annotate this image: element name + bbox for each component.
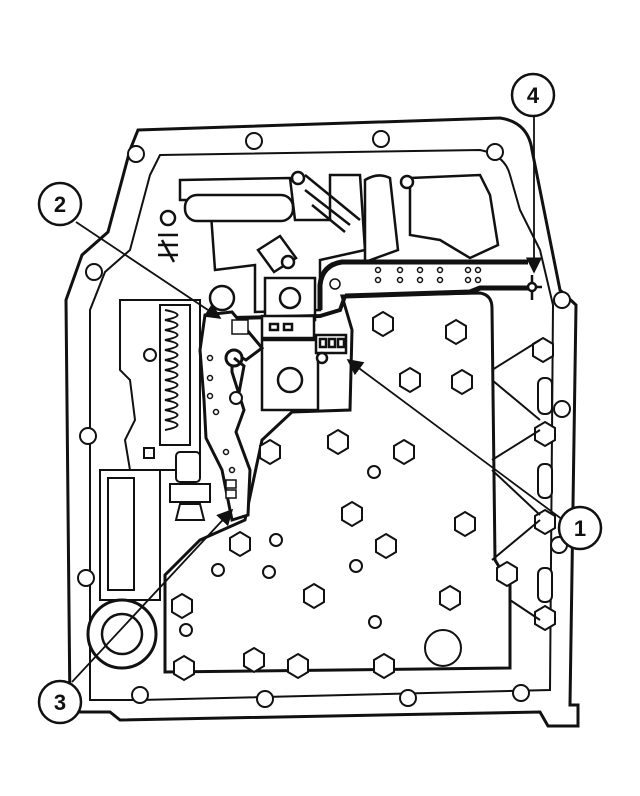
solenoid-block	[260, 314, 348, 412]
filter-bore-inner	[100, 612, 144, 656]
pressure-tap-cross	[522, 275, 542, 300]
callout-3-label: 3	[54, 690, 66, 715]
callout-2-label: 2	[54, 192, 66, 217]
callout-4-label: 4	[527, 83, 540, 108]
callout-3: 3	[37, 679, 83, 725]
lever-link	[233, 356, 246, 399]
housing-outer-outline	[64, 116, 580, 728]
plate-small-holes	[179, 465, 462, 667]
detent-lever-holes	[206, 319, 249, 499]
callout-2: 2	[37, 181, 83, 227]
callout-1-label: 1	[574, 516, 586, 541]
lever-link-pin	[229, 391, 243, 405]
callout-1: 1	[557, 505, 603, 551]
upper-mechanism	[158, 170, 500, 322]
plate-hex-bolts	[171, 310, 556, 682]
valve-body-plate	[163, 291, 512, 674]
leader-lines	[71, 116, 564, 683]
detent-lever	[198, 310, 265, 522]
callout-4: 4	[510, 72, 556, 118]
channel-dots	[329, 266, 482, 290]
right-side-channels	[491, 339, 553, 621]
routing-channel	[317, 259, 528, 310]
housing-bolt-holes	[77, 130, 571, 708]
